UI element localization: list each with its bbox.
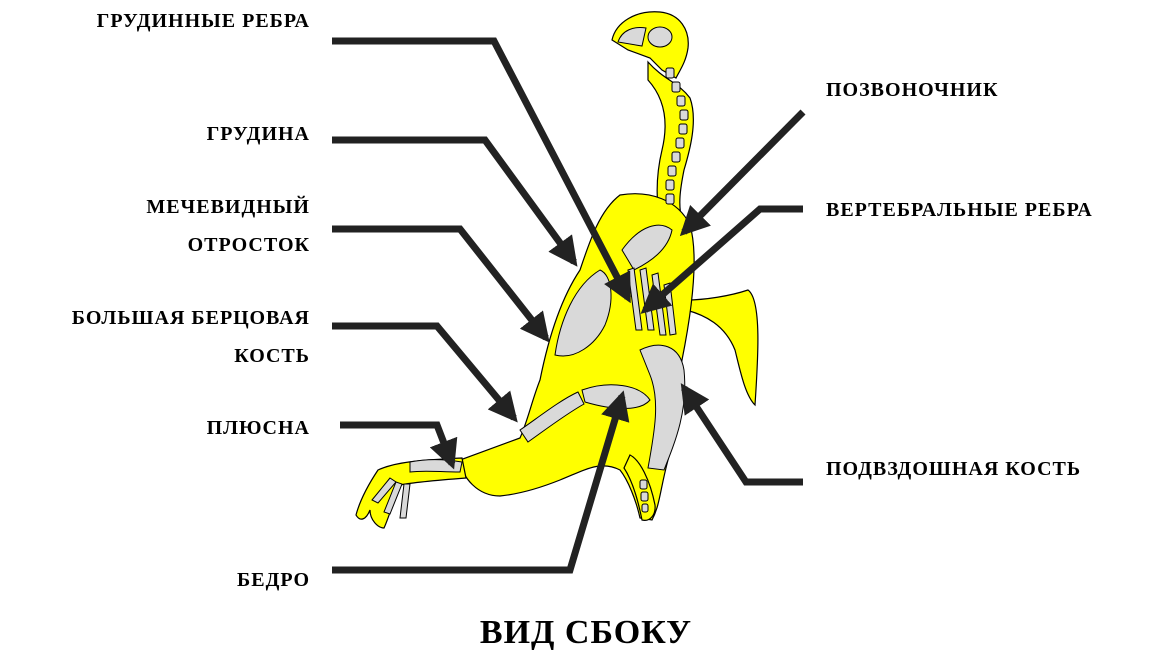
diagram-caption: ВИД СБОКУ xyxy=(0,614,1172,652)
label-tibia-line1: БОЛЬШАЯ БЕРЦОВАЯ xyxy=(72,304,310,332)
arrow-spine xyxy=(684,112,803,232)
arrow-xiphoid xyxy=(332,229,546,338)
label-spine: ПОЗВОНОЧНИК xyxy=(826,76,998,104)
label-tibia-line2: КОСТЬ xyxy=(234,342,310,370)
arrow-metatarsus xyxy=(340,425,452,464)
label-sternal-ribs: ГРУДИННЫЕ РЕБРА xyxy=(97,7,310,35)
arrow-ilium xyxy=(684,388,803,482)
label-ilium: ПОДВЗДОШНАЯ КОСТЬ xyxy=(826,455,1081,483)
label-xiphoid-line2: ОТРОСТОК xyxy=(188,231,310,259)
arrow-sternum xyxy=(332,140,574,262)
arrow-tibia xyxy=(332,326,514,418)
label-sternum: ГРУДИНА xyxy=(207,120,310,148)
label-xiphoid-line1: МЕЧЕВИДНЫЙ xyxy=(146,193,310,221)
label-vertebral-ribs: ВЕРТЕБРАЛЬНЫЕ РЕБРА xyxy=(826,196,1093,224)
bird-silhouette xyxy=(356,12,758,528)
label-femur: БЕДРО xyxy=(237,566,310,594)
label-metatarsus: ПЛЮСНА xyxy=(207,414,310,442)
